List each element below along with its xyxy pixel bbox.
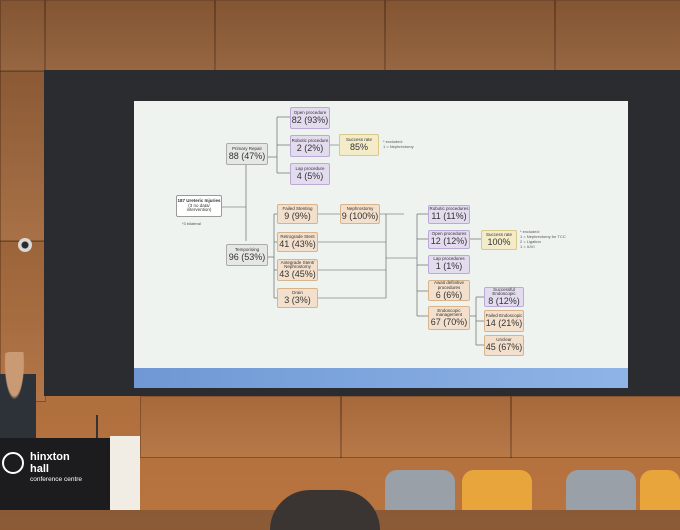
temporising-label: Temporising bbox=[234, 246, 260, 252]
retrograde-stent-label: Retrograde Stent bbox=[280, 233, 315, 239]
endoscopic-management-label: Endoscopic management bbox=[435, 307, 463, 318]
robotic-procedure-value: 2 (2%) bbox=[296, 142, 324, 153]
start-note: *3 bilateral bbox=[182, 221, 201, 226]
primary-repair-value: 88 (47%) bbox=[228, 150, 266, 161]
await-definitive-label: Await definitive procedures bbox=[434, 280, 464, 290]
antegrade-stent-label: Antegrade Stent/ Nephrostomy bbox=[280, 259, 315, 270]
antegrade-stent-value: 43 (45%) bbox=[279, 269, 316, 279]
venue-name-line-2: hall bbox=[30, 462, 49, 475]
successful-endoscopic-value: 8 (12%) bbox=[488, 296, 520, 306]
successful-endoscopic-label: Successful Endoscopic bbox=[492, 286, 516, 297]
failed-endoscopic-value: 14 (21%) bbox=[485, 317, 523, 328]
audience-chair bbox=[385, 470, 455, 510]
open-procedures-value: 12 (12%) bbox=[430, 236, 468, 247]
open-procedures-label: Open procedures bbox=[431, 231, 467, 237]
start-line-1: 187 Ureteric Injuries bbox=[177, 197, 221, 203]
success-rate-box-2: Success rate 100% bbox=[481, 230, 517, 250]
unclear-box: Unclear 45 (67%) bbox=[484, 335, 524, 356]
primary-repair-box: Primary Repair 88 (47%) bbox=[226, 143, 268, 165]
start-line-2: (3 no data/ bbox=[188, 202, 210, 208]
robotic-procedure-box: Robotic procedure 2 (2%) bbox=[290, 135, 330, 157]
drain-box: Drain 3 (3%) bbox=[277, 288, 318, 308]
successful-endoscopic-box: Successful Endoscopic 8 (12%) bbox=[484, 287, 524, 307]
wall-panel bbox=[0, 0, 46, 72]
endoscopic-management-box: Endoscopic management 67 (70%) bbox=[428, 306, 470, 330]
primary-repair-label: Primary Repair bbox=[231, 145, 262, 151]
lap-procedure-box: Lap procedure 4 (5%) bbox=[290, 163, 330, 185]
retrograde-stent-box: Retrograde Stent 41 (43%) bbox=[277, 232, 318, 252]
venue-name: hinxton hall bbox=[30, 451, 70, 475]
endoscopic-management-value: 67 (70%) bbox=[430, 317, 468, 327]
failed-stenting-value: 9 (9%) bbox=[284, 210, 311, 221]
failed-endoscopic-label: Failed Endoscopic bbox=[485, 312, 523, 318]
wall-panel bbox=[140, 396, 342, 458]
audience-head bbox=[270, 490, 380, 530]
success-rate-1-value: 85% bbox=[349, 141, 368, 152]
microphone bbox=[96, 415, 98, 439]
lap-procedures-value: 1 (1%) bbox=[435, 261, 463, 272]
retrograde-stent-value: 41 (43%) bbox=[279, 238, 316, 249]
podium-side-panel bbox=[110, 436, 140, 510]
unclear-label: Unclear bbox=[496, 337, 512, 343]
failed-stenting-label: Failed Stenting bbox=[282, 205, 313, 211]
lap-procedures-box: Lap procedures 1 (1%) bbox=[428, 255, 470, 274]
temporising-box: Temporising 96 (53%) bbox=[226, 244, 268, 266]
open-procedure-box: Open procedure 82 (93%) bbox=[290, 107, 330, 129]
nephrostomy-box: Nephrostomy 9 (100%) bbox=[340, 204, 380, 224]
venue-subtitle: conference centre bbox=[30, 476, 83, 483]
wall-panel bbox=[44, 0, 216, 72]
robotic-procedures-label: Robotic procedures bbox=[429, 206, 469, 212]
wall-panel bbox=[214, 0, 386, 72]
lap-procedures-label: Lap procedures bbox=[433, 256, 465, 262]
nephrostomy-label: Nephrostomy bbox=[346, 205, 374, 211]
lap-procedure-label: Lap procedure bbox=[295, 165, 325, 171]
lap-procedure-value: 4 (5%) bbox=[296, 170, 324, 181]
wall-panel bbox=[554, 0, 680, 72]
excluded-note-1: * excluded: 1 = Nephrectomy bbox=[383, 139, 414, 149]
robotic-procedures-value: 11 (11%) bbox=[431, 211, 467, 222]
audience-chair bbox=[640, 470, 680, 510]
presenter bbox=[0, 352, 36, 442]
wall-panel bbox=[384, 0, 556, 72]
wall-panel bbox=[0, 70, 46, 242]
antegrade-stent-box: Antegrade Stent/ Nephrostomy 43 (45%) bbox=[277, 259, 318, 281]
wall-panel bbox=[340, 396, 512, 458]
unclear-value: 45 (67%) bbox=[485, 342, 523, 353]
audience-chair bbox=[462, 470, 532, 510]
open-procedures-box: Open procedures 12 (12%) bbox=[428, 230, 470, 249]
start-box-ureteric-injuries: 187 Ureteric Injuries (3 no data/ interv… bbox=[176, 195, 222, 217]
flow-connectors bbox=[219, 116, 484, 346]
presentation-slide: 187 Ureteric Injuries (3 no data/ interv… bbox=[134, 101, 628, 388]
excluded-note-2: * excluded: 1 = Nephrectomy for TCC 2 = … bbox=[520, 229, 566, 249]
robotic-procedures-box: Robotic procedures 11 (11%) bbox=[428, 205, 470, 224]
await-definitive-value: 6 (6%) bbox=[435, 289, 463, 300]
temporising-value: 96 (53%) bbox=[228, 251, 266, 262]
success-rate-1-label: Success rate bbox=[345, 136, 372, 142]
audience-chair bbox=[566, 470, 636, 510]
success-rate-2-value: 100% bbox=[487, 236, 511, 247]
wall-panel bbox=[510, 396, 680, 458]
failed-stenting-box: Failed Stenting 9 (9%) bbox=[277, 204, 318, 224]
failed-endoscopic-box: Failed Endoscopic 14 (21%) bbox=[484, 310, 524, 332]
drain-label: Drain bbox=[292, 289, 303, 295]
success-rate-2-label: Success rate bbox=[485, 231, 512, 237]
slide-footer-bar bbox=[134, 368, 628, 388]
start-line-3: intervention) bbox=[186, 207, 212, 213]
await-definitive-box: Await definitive procedures 6 (6%) bbox=[428, 280, 470, 301]
robotic-procedure-label: Robotic procedure bbox=[291, 137, 329, 143]
open-procedure-label: Open procedure bbox=[293, 109, 327, 115]
venue-name-line-1: hinxton bbox=[30, 451, 70, 463]
success-rate-box-1: Success rate 85% bbox=[339, 134, 379, 156]
hinxton-logo-icon bbox=[2, 452, 24, 474]
open-procedure-value: 82 (93%) bbox=[291, 114, 329, 125]
nephrostomy-value: 9 (100%) bbox=[341, 210, 379, 221]
drain-value: 3 (3%) bbox=[284, 294, 311, 305]
ceiling-camera bbox=[18, 238, 32, 252]
